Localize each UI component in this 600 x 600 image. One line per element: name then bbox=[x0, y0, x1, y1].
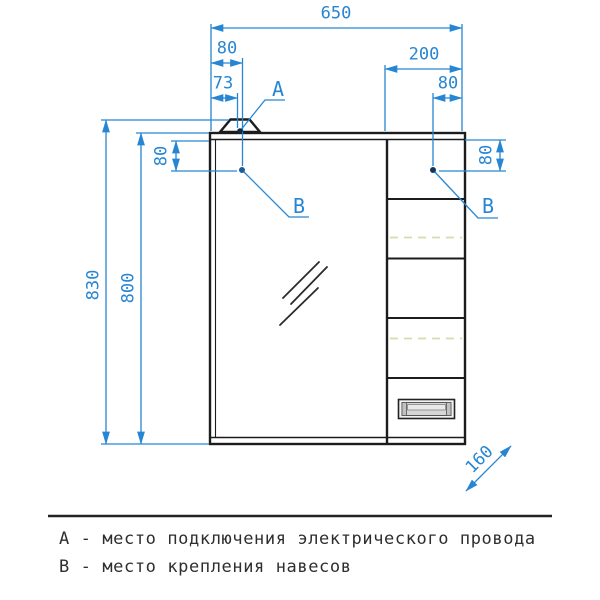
leader-lines bbox=[239, 99, 498, 219]
cabinet-outline bbox=[208, 131, 467, 446]
dim-top-right-200: 200 bbox=[408, 44, 440, 65]
point-a-dot bbox=[237, 128, 243, 134]
point-b-left-dot bbox=[239, 167, 245, 173]
dim-height-body: 800 bbox=[118, 272, 139, 304]
dim-top-right-80: 80 bbox=[437, 73, 459, 94]
point-a-label: А bbox=[271, 77, 285, 101]
point-b-right-dot bbox=[430, 167, 436, 173]
mirror-glass-marks bbox=[279, 261, 328, 326]
point-b-left-label: В bbox=[292, 194, 306, 218]
dim-top-left-73: 73 bbox=[212, 73, 234, 94]
point-b-right-label: В bbox=[481, 194, 495, 218]
dimension-lines bbox=[102, 24, 512, 492]
dim-width-total: 650 bbox=[320, 3, 352, 24]
dim-top-left-80: 80 bbox=[216, 38, 238, 59]
dim-height-total: 830 bbox=[83, 269, 104, 301]
shelf-position-dashes bbox=[390, 236, 462, 340]
power-socket bbox=[397, 398, 456, 420]
extension-lines bbox=[101, 24, 506, 445]
legend-line-b: В - место крепления навесов bbox=[59, 557, 352, 577]
point-markers bbox=[237, 128, 436, 173]
dim-right-80: 80 bbox=[476, 144, 497, 166]
dim-left-80: 80 bbox=[151, 145, 172, 167]
legend-line-a: А - место подключения электрического про… bbox=[59, 529, 536, 549]
